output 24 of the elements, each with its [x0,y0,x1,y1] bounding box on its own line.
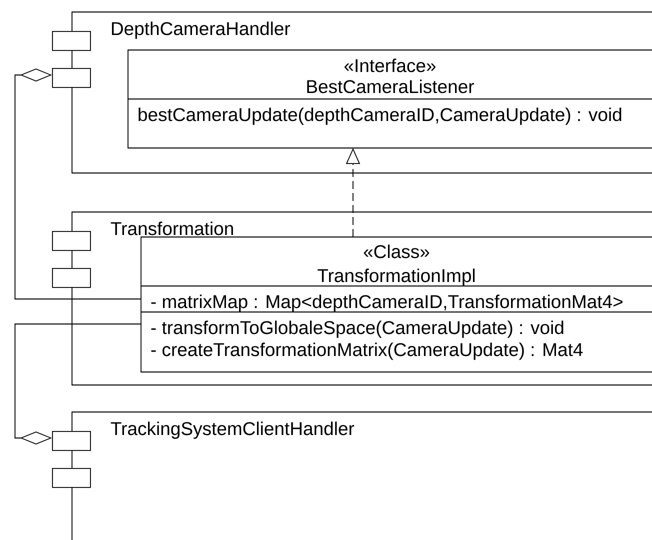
component-title: Transformation [110,222,233,236]
component-title: TrackingSystemClientHandler [110,422,354,439]
class-name: BestCameraListener [307,80,474,94]
stereotype-label: «Interface» [344,58,436,72]
component-frame [72,212,652,386]
component-tab [52,468,91,488]
member-text: bestCameraUpdate(depthCameraID,CameraUpdate) : void [138,108,622,125]
component-tab [52,231,91,251]
component-title: DepthCameraHandler [112,22,290,39]
aggregation-line [14,68,142,300]
component-tab [52,68,91,88]
class-box [128,50,652,148]
class-box [140,236,652,372]
aggregation-line [14,324,142,444]
member-text: - createTransformationMatrix(CameraUpdate) : Mat4 [151,342,583,360]
member-text: - matrixMap : Map<depthCameraID,TransformationMat4> [151,294,622,312]
class-name: TransformationImpl [318,268,475,286]
stereotype-label: «Class» [364,244,430,258]
component-tab [52,431,91,451]
component-tab [52,268,91,288]
member-text: - transformToGlobaleSpace(CameraUpdate) : void [151,320,564,338]
component-tab [52,31,91,51]
component-frame [72,412,652,540]
component-frame [72,12,652,174]
